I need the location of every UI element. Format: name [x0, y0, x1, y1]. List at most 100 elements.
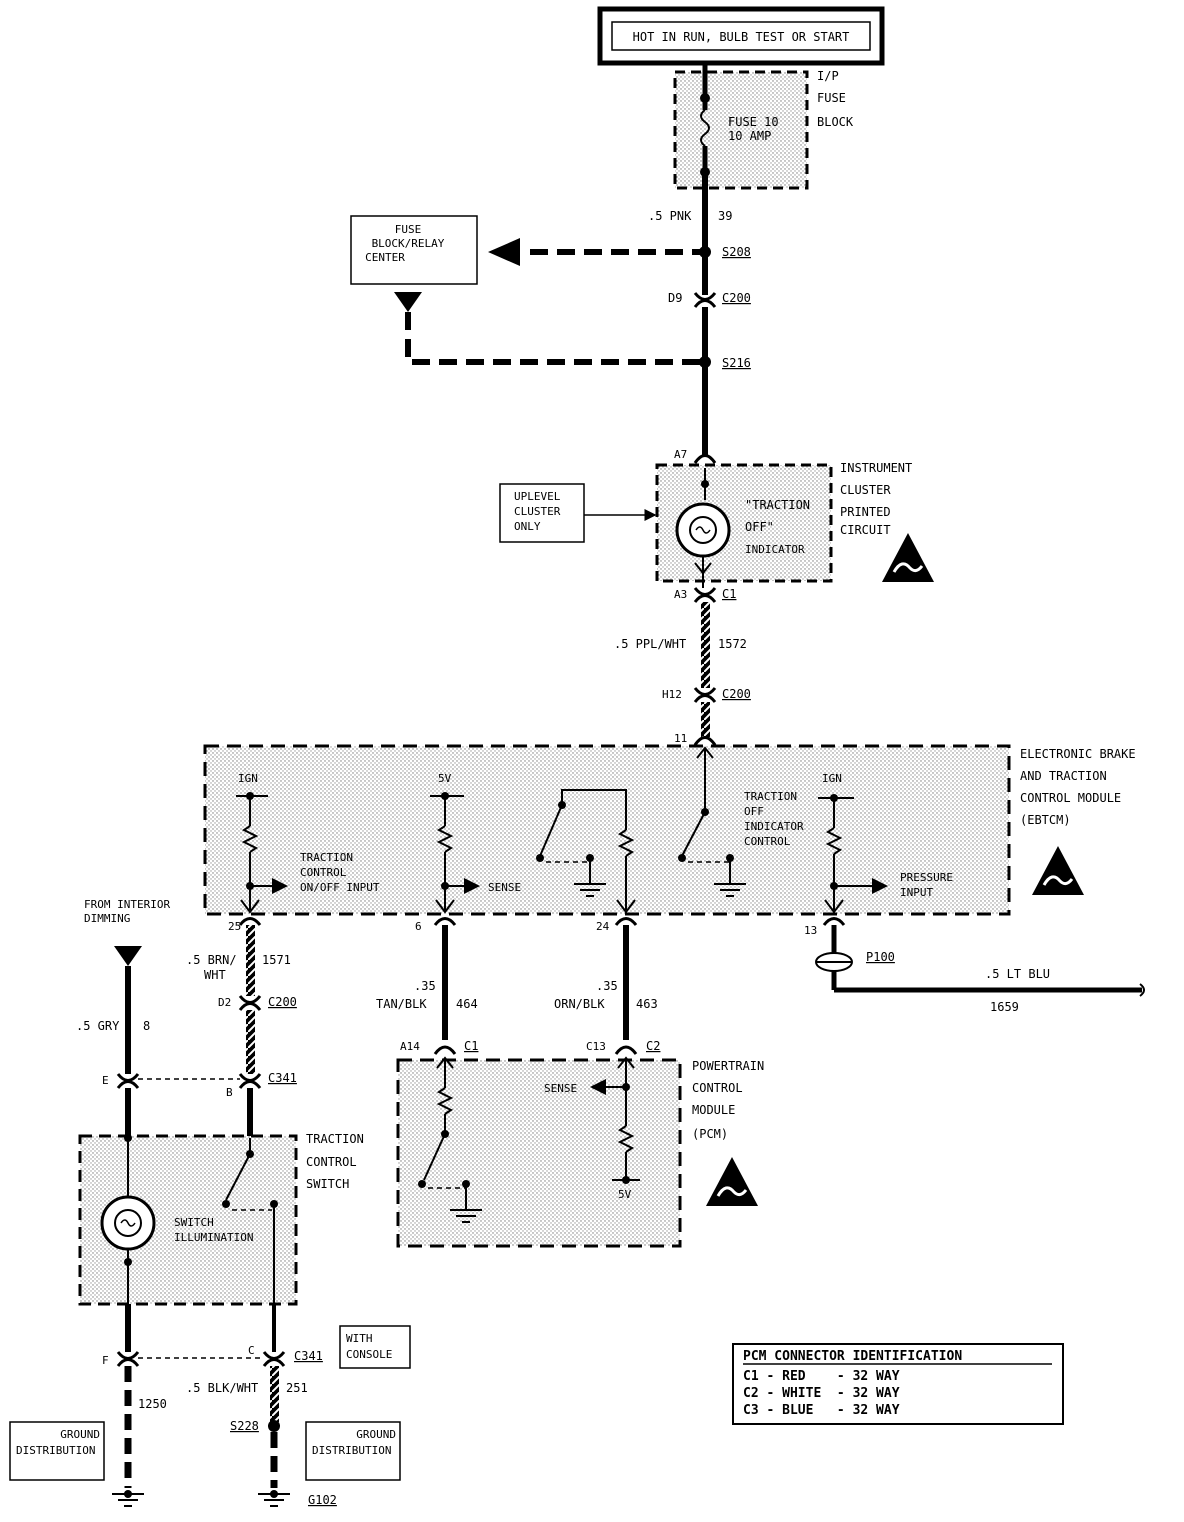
svg-text:CLUSTER: CLUSTER — [840, 483, 891, 497]
svg-text:.5 GRY: .5 GRY — [76, 1019, 120, 1033]
svg-text:TAN/BLK: TAN/BLK — [376, 997, 427, 1011]
traction-control-switch: TRACTION CONTROL SWITCH SWITCH ILLUMINAT… — [78, 1132, 364, 1306]
svg-text:C200: C200 — [722, 291, 751, 305]
svg-text:DIMMING: DIMMING — [84, 912, 130, 925]
svg-text:B: B — [226, 1086, 233, 1099]
pcm-connector-id: PCM CONNECTOR IDENTIFICATION C1 - RED - … — [732, 1343, 1064, 1425]
svg-text:39: 39 — [718, 209, 732, 223]
svg-text:CONTROL: CONTROL — [692, 1081, 743, 1095]
svg-text:CONTROL: CONTROL — [306, 1155, 357, 1169]
svg-text:ORN/BLK: ORN/BLK — [554, 997, 605, 1011]
svg-text:.5 BRN/: .5 BRN/ — [186, 953, 237, 967]
svg-text:.5 PPL/WHT: .5 PPL/WHT — [614, 637, 686, 651]
svg-text:CONSOLE: CONSOLE — [346, 1348, 392, 1361]
svg-text:C13: C13 — [586, 1040, 606, 1053]
power-header-text: HOT IN RUN, BULB TEST OR START — [633, 30, 850, 44]
svg-text:ON/OFF INPUT: ON/OFF INPUT — [300, 881, 380, 894]
svg-text:C2 - WHITE - 32 WAY: C2 - WHITE - 32 WAY — [743, 1386, 900, 1401]
wire-1659: P100 .5 LT BLU 1659 — [815, 925, 1145, 1014]
wire-463: .35 ORN/BLK 463 — [554, 925, 658, 1040]
svg-text:DISTRIBUTION: DISTRIBUTION — [16, 1444, 95, 1457]
svg-text:TRACTION: TRACTION — [744, 790, 797, 803]
svg-text:C1 - RED - 32 WAY: C1 - RED - 32 WAY — [743, 1369, 900, 1384]
svg-text:C2: C2 — [646, 1039, 660, 1053]
svg-text:D2: D2 — [218, 996, 231, 1009]
svg-text:P100: P100 — [866, 950, 895, 964]
svg-text:S208: S208 — [722, 245, 751, 259]
svg-text:.5 BLK/WHT: .5 BLK/WHT — [186, 1381, 258, 1395]
svg-text:G102: G102 — [308, 1493, 337, 1507]
esd-icon — [1032, 846, 1084, 895]
power-header: HOT IN RUN, BULB TEST OR START — [597, 6, 885, 66]
svg-text:.5 LT BLU: .5 LT BLU — [985, 967, 1050, 981]
svg-text:FUSE: FUSE — [395, 223, 422, 236]
ebtcm-module: ELECTRONIC BRAKE AND TRACTION CONTROL MO… — [203, 744, 1136, 916]
svg-text:C3 - BLUE - 32 WAY: C3 - BLUE - 32 WAY — [743, 1403, 900, 1418]
svg-text:C200: C200 — [722, 687, 751, 701]
esd-icon — [882, 533, 934, 582]
svg-text:TRACTION: TRACTION — [306, 1132, 364, 1146]
svg-text:C341: C341 — [268, 1071, 297, 1085]
svg-text:(PCM): (PCM) — [692, 1127, 728, 1141]
wire-1572: .5 PPL/WHT 1572 H12 C200 11 — [614, 602, 751, 746]
svg-text:TRACTION: TRACTION — [300, 851, 353, 864]
svg-text:F: F — [102, 1354, 109, 1367]
svg-text:1571: 1571 — [262, 953, 291, 967]
svg-text:PRESSURE: PRESSURE — [900, 871, 953, 884]
fuse-block-name-2: FUSE — [817, 91, 846, 105]
console-note: WITH CONSOLE — [339, 1325, 411, 1369]
svg-text:C200: C200 — [268, 995, 297, 1009]
fuse-block-name-3: BLOCK — [817, 115, 854, 129]
svg-text:6: 6 — [415, 920, 422, 933]
svg-text:24: 24 — [596, 920, 610, 933]
wire-1250: F 1250 — [102, 1304, 264, 1507]
svg-text:8: 8 — [143, 1019, 150, 1033]
fuse-label: FUSE 10 — [728, 115, 779, 129]
svg-text:WHT: WHT — [204, 968, 226, 982]
svg-text:SWITCH: SWITCH — [306, 1177, 349, 1191]
svg-text:CONTROL MODULE: CONTROL MODULE — [1020, 791, 1121, 805]
svg-text:CONTROL: CONTROL — [744, 835, 791, 848]
svg-text:SENSE: SENSE — [488, 881, 521, 894]
svg-text:BLOCK/RELAY: BLOCK/RELAY — [372, 237, 445, 250]
svg-text:.35: .35 — [596, 979, 618, 993]
splice-s208 — [699, 246, 711, 258]
fuse-rating: 10 AMP — [728, 129, 771, 143]
svg-text:A7: A7 — [674, 448, 687, 461]
wire-251: C C341 .5 BLK/WHT 251 S228 G102 — [186, 1304, 337, 1507]
svg-text:CLUSTER: CLUSTER — [514, 505, 561, 518]
ground-distribution-left: GROUND DISTRIBUTION — [9, 1421, 105, 1481]
esd-icon — [706, 1157, 758, 1206]
svg-text:1250: 1250 — [138, 1397, 167, 1411]
svg-text:AND TRACTION: AND TRACTION — [1020, 769, 1107, 783]
svg-text:1572: 1572 — [718, 637, 747, 651]
svg-text:ONLY: ONLY — [514, 520, 541, 533]
svg-text:1659: 1659 — [990, 1000, 1019, 1014]
svg-text:CONTROL: CONTROL — [300, 866, 347, 879]
svg-text:5V: 5V — [618, 1188, 632, 1201]
connector-c200-top: D9 C200 — [668, 291, 751, 308]
svg-text:INPUT: INPUT — [900, 886, 933, 899]
svg-text:5V: 5V — [438, 772, 452, 785]
svg-text:FROM INTERIOR: FROM INTERIOR — [84, 898, 170, 911]
svg-text:UPLEVEL: UPLEVEL — [514, 490, 561, 503]
svg-text:S228: S228 — [230, 1419, 259, 1433]
wire-1571: .5 BRN/ WHT 1571 D2 C200 B C341 — [138, 925, 297, 1138]
svg-text:IGN: IGN — [238, 772, 258, 785]
svg-text:A14: A14 — [400, 1040, 420, 1053]
svg-text:.5 PNK: .5 PNK — [648, 209, 692, 223]
ground-distribution-right: GROUND DISTRIBUTION — [305, 1421, 401, 1481]
svg-text:IGN: IGN — [822, 772, 842, 785]
svg-text:OFF": OFF" — [745, 520, 774, 534]
fuse-block: FUSE 10 10 AMP I/P FUSE BLOCK — [673, 63, 854, 190]
connector-c1-cluster: A3 C1 — [674, 587, 736, 603]
svg-text:S216: S216 — [722, 356, 751, 370]
svg-text:C: C — [248, 1344, 255, 1357]
uplevel-note: UPLEVEL CLUSTER ONLY — [499, 483, 657, 543]
instrument-cluster: A7 "TRACTION OFF" INDICATOR INSTRUMENT C… — [655, 448, 934, 588]
svg-text:INDICATOR: INDICATOR — [745, 543, 805, 556]
svg-text:ILLUMINATION: ILLUMINATION — [174, 1231, 253, 1244]
pcm-module: A14 C1 C13 C2 SENSE 5V POWERTRAIN CONTRO… — [396, 1039, 764, 1248]
svg-text:A3: A3 — [674, 588, 687, 601]
